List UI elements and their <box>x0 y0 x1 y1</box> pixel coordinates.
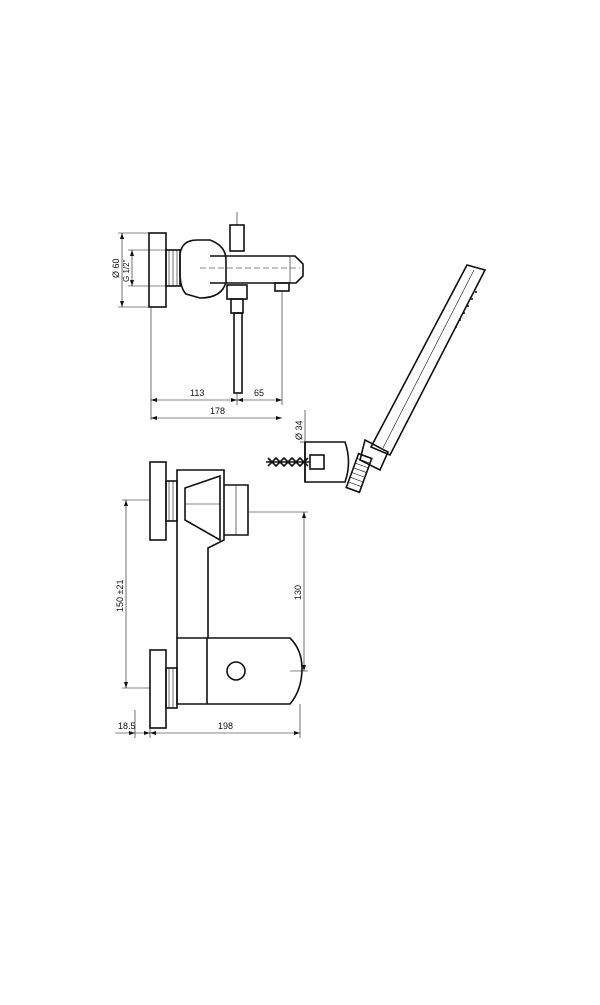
mixer-body-front <box>176 469 225 639</box>
screw-icon <box>266 454 325 470</box>
dim-diameter-34: Ø 34 <box>294 420 304 440</box>
upper-connector <box>165 480 178 522</box>
diverter-rod <box>233 312 243 394</box>
lower-connector <box>165 667 178 709</box>
dim-offset-18-5: 18.5 <box>118 721 136 731</box>
spout-front <box>176 637 303 705</box>
spout-outlet <box>274 282 290 292</box>
dim-length-65: 65 <box>254 388 264 398</box>
diverter-cap <box>226 284 248 300</box>
spray-nozzles <box>455 291 477 328</box>
front-view: 150 ±21 130 18.5 198 <box>115 461 308 738</box>
shower-handle <box>369 264 487 457</box>
lever-head <box>184 474 221 542</box>
side-view: Ø 60 G 1/2" 113 65 178 <box>111 212 304 420</box>
lower-flange <box>149 649 167 729</box>
dim-length-113: 113 <box>190 388 204 398</box>
hand-shower: Ø 34 <box>266 264 487 494</box>
spout <box>210 255 304 284</box>
mixer-body <box>179 239 227 299</box>
wall-mount <box>304 441 350 483</box>
wall-flange <box>148 232 167 308</box>
shower-bracket <box>359 438 390 472</box>
lever-top <box>229 224 245 252</box>
dim-length-178: 178 <box>210 406 225 416</box>
dim-height-130: 130 <box>293 585 303 600</box>
upper-flange <box>149 461 167 541</box>
dim-thread: G 1/2" <box>122 259 131 282</box>
diverter-collar <box>230 298 244 314</box>
bracket-grip <box>345 452 373 494</box>
dim-height-150: 150 ±21 <box>115 580 125 612</box>
dim-diameter-60: Ø 60 <box>111 258 121 278</box>
dim-width-198: 198 <box>218 721 233 731</box>
aerator-outlet <box>226 661 246 681</box>
